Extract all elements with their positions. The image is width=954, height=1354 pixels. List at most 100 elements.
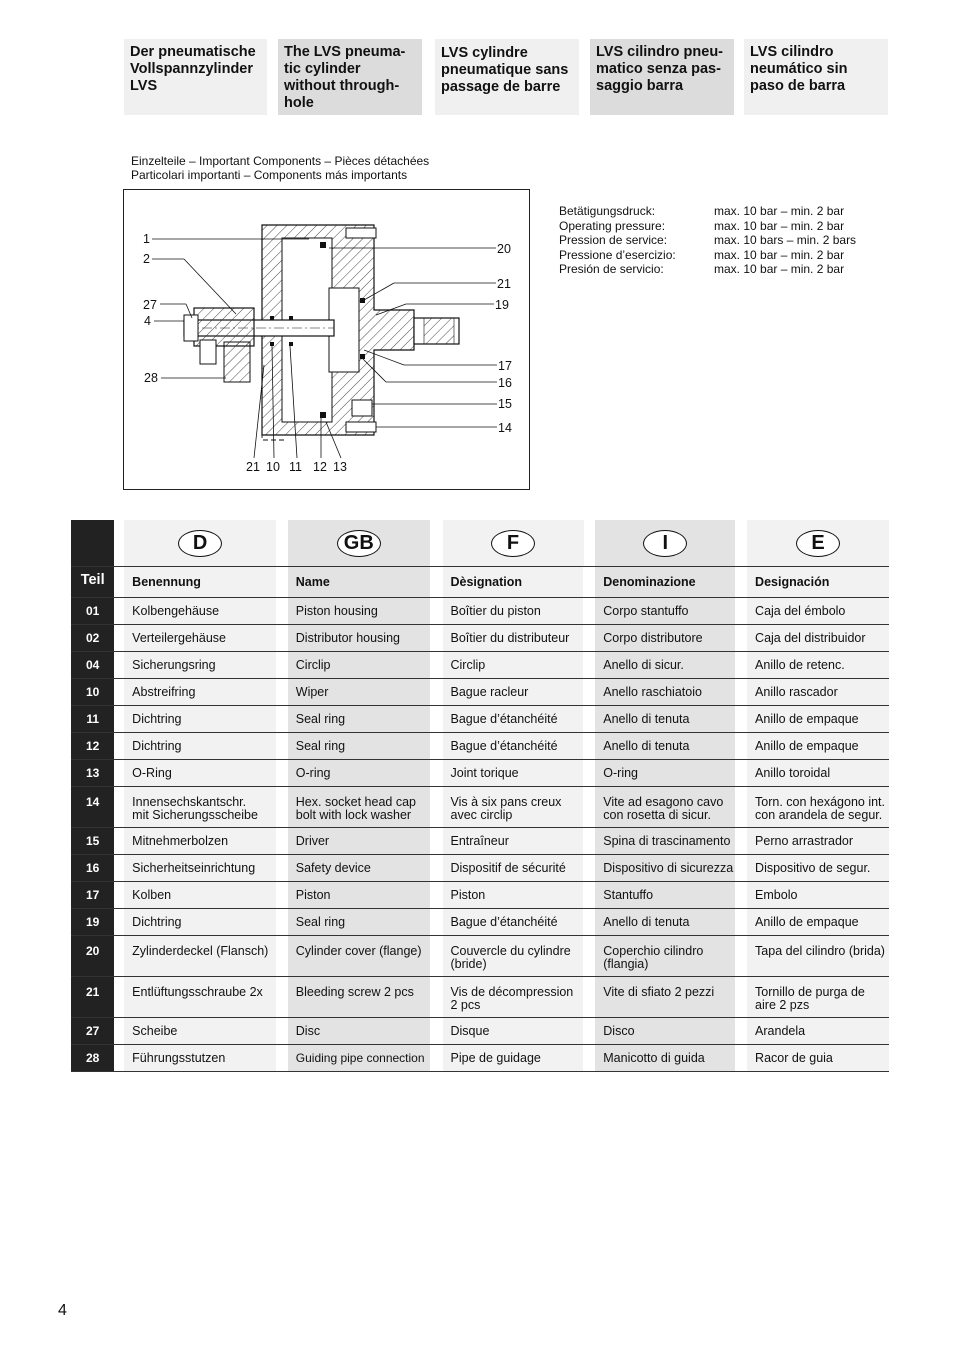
part-name-fr: Boîtier du distributeur	[442, 625, 584, 651]
column-header-designation: Dèsignation	[442, 567, 584, 597]
part-name-es: Dispositivo de segur.	[747, 855, 889, 881]
table-header-row: Teil Benennung Name Dèsignation Denomina…	[71, 567, 889, 598]
part-name-en: Distributor housing	[287, 625, 430, 651]
part-number: 19	[71, 909, 115, 935]
part-name-line: Vite ad esagono cavo	[603, 795, 724, 809]
part-name-es: Anillo toroidal	[747, 760, 889, 786]
part-name-line: mit Sicherungsscheibe	[132, 808, 258, 822]
pressure-row: Operating pressure:max. 10 bar – min. 2 …	[559, 219, 856, 234]
part-number: 28	[71, 1045, 115, 1071]
label-17: 17	[498, 359, 512, 373]
header-title-line: LVS cilindro pneu-	[596, 44, 724, 60]
column-header-designacion: Designación	[747, 567, 889, 597]
part-name-en: Bleeding screw 2 pcs	[287, 977, 430, 1017]
cylinder-drawing: 1 2 27 4 28 20 21 19 17 16 15 14 21 10 1…	[143, 224, 512, 474]
language-badge-gb: GB	[336, 529, 381, 557]
label-4: 4	[144, 314, 151, 328]
part-number: 11	[71, 706, 115, 732]
part-name-fr: Bague d’étanchéité	[442, 733, 584, 759]
part-name-line: Vis à six pans creux	[450, 795, 562, 809]
part-name-es: Racor de guia	[747, 1045, 889, 1071]
part-name-en: Cylinder cover (flange)	[287, 936, 430, 976]
part-name-fr: Disque	[442, 1018, 584, 1044]
language-badge-de: D	[178, 529, 223, 557]
part-name-it: Dispositivo di sicurezza	[595, 855, 736, 881]
part-name-it: Anello di sicur.	[595, 652, 736, 678]
part-name-en: Piston housing	[287, 598, 430, 624]
part-name-it: Manicotto di guida	[595, 1045, 736, 1071]
part-name-es: Anillo de retenc.	[747, 652, 889, 678]
part-name-line: Coperchio cilindro	[603, 944, 704, 958]
part-name-line: 2 pcs	[450, 998, 481, 1012]
pressure-row: Pression de service:max. 10 bars – min. …	[559, 233, 856, 248]
label-20: 20	[497, 242, 511, 256]
operating-pressure-specs: Betätigungsdruck:max. 10 bar – min. 2 ba…	[559, 204, 856, 277]
part-name-it: O-ring	[595, 760, 736, 786]
part-name-de: Abstreifring	[124, 679, 276, 705]
header-title-line: LVS	[130, 78, 158, 94]
column-header-denominazione: Denominazione	[595, 567, 736, 597]
label-27: 27	[143, 298, 157, 312]
part-name-line: Torn. con hexágono int.	[755, 795, 885, 809]
column-header-benennung: Benennung	[124, 567, 276, 597]
pressure-label: Presión de servicio:	[559, 262, 664, 276]
language-cell-gb: GB	[287, 520, 430, 566]
part-name-line: Vis de décompression	[450, 985, 574, 999]
part-name-en: Seal ring	[287, 733, 430, 759]
part-name-it: Vite di sfiato 2 pezzi	[595, 977, 736, 1017]
part-name-line: aire 2 pzs	[755, 998, 810, 1012]
parts-table: D GB F I E Teil Benennung Name Dèsignati…	[71, 520, 890, 1072]
header-title-line: The LVS pneuma-	[284, 44, 406, 60]
part-number: 02	[71, 625, 115, 651]
pressure-value: max. 10 bar – min. 2 bar	[714, 247, 845, 262]
part-name-line: Hex. socket head cap	[295, 795, 416, 809]
part-number: 21	[71, 977, 115, 1017]
header-title-line: Der pneumatische	[130, 44, 256, 60]
part-name-es: Anillo de empaque	[747, 706, 889, 732]
part-name-fr: Bague racleur	[442, 679, 584, 705]
label-19: 19	[495, 298, 509, 312]
language-cell-it: I	[595, 520, 736, 566]
part-name-line: (flangia)	[603, 957, 649, 971]
part-name-it: Corpo stantuffo	[595, 598, 736, 624]
components-caption: Einzelteile – Important Components – Piè…	[131, 154, 429, 182]
part-name-fr: Bague d’étanchéité	[442, 909, 584, 935]
pressure-value: max. 10 bar – min. 2 bar	[714, 262, 845, 276]
part-name-fr: Bague d’étanchéité	[442, 706, 584, 732]
part-name-es: Caja del émbolo	[747, 598, 889, 624]
label-14: 14	[498, 421, 512, 435]
label-21-right: 21	[497, 277, 511, 291]
label-2: 2	[143, 252, 150, 266]
part-name-fr: Joint torique	[442, 760, 584, 786]
part-name-fr: Dispositif de sécurité	[442, 855, 584, 881]
part-name-line: Couvercle du cylindre	[450, 944, 571, 958]
pressure-value: max. 10 bar – min. 2 bar	[714, 204, 845, 218]
part-name-it: Coperchio cilindro(flangia)	[595, 936, 736, 976]
language-badge-fr: F	[491, 529, 536, 557]
part-name-de: O-Ring	[124, 760, 276, 786]
header-title-line: without through-	[284, 78, 400, 94]
part-name-fr: Entraîneur	[442, 828, 584, 854]
label-15: 15	[498, 397, 512, 411]
part-number: 13	[71, 760, 115, 786]
pressure-row: Pressione d’esercizio:max. 10 bar – min.…	[559, 248, 856, 263]
language-badge-es: E	[796, 529, 841, 557]
part-name-en: Disc	[287, 1018, 430, 1044]
cylinder-cross-section-diagram: 1 2 27 4 28 20 21 19 17 16 15 14 21 10 1…	[123, 189, 530, 490]
part-name-de: Dichtring	[124, 909, 276, 935]
part-number: 14	[71, 787, 115, 827]
pressure-value: max. 10 bars – min. 2 bars	[714, 233, 857, 247]
part-name-en: Seal ring	[287, 706, 430, 732]
